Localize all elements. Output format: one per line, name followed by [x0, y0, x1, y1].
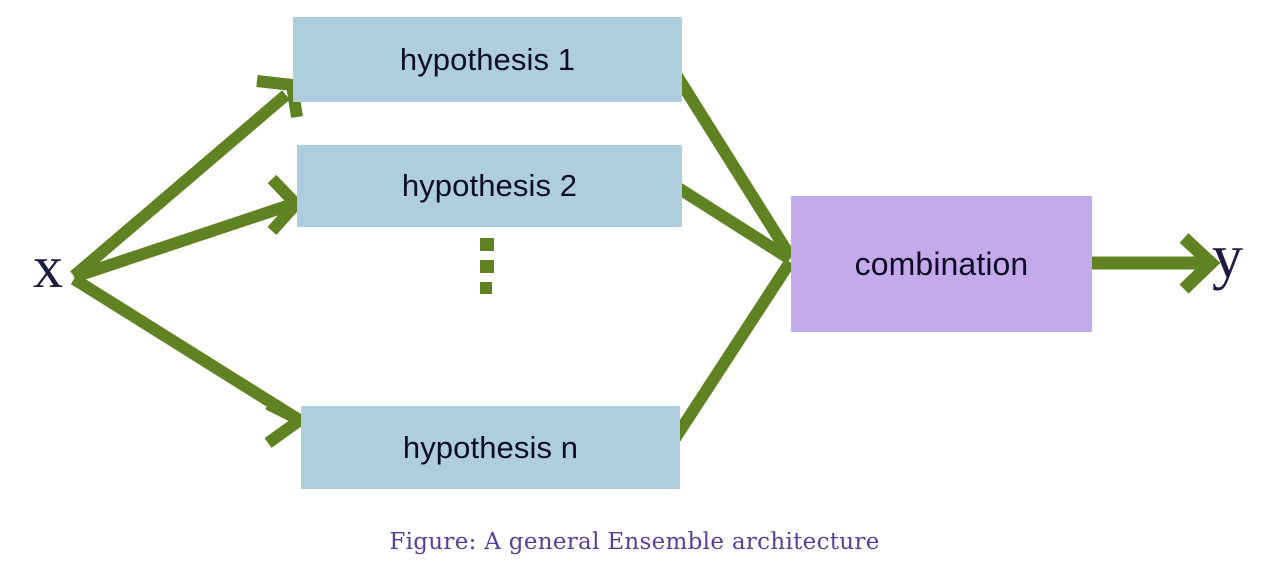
edge-hypothesis-2-to-combination [668, 178, 794, 265]
ellipsis-dot-1 [480, 238, 494, 251]
ellipsis-dot-3 [480, 282, 492, 294]
vertical-ellipsis-icon [480, 238, 496, 294]
edge-x-to-hypothesis-2 [72, 174, 305, 283]
node-hypothesis-2-label: hypothesis 2 [401, 168, 578, 203]
edge-combination-to-y [1092, 233, 1221, 294]
node-hypothesis-1[interactable]: hypothesis 1 [293, 17, 682, 102]
edge-hypothesis-n-to-combination [668, 258, 796, 444]
edge-x-to-hypothesis-n [70, 273, 312, 448]
node-hypothesis-n[interactable]: hypothesis n [301, 406, 680, 489]
node-combination[interactable]: combination [791, 196, 1092, 332]
figure-caption: Figure: A general Ensemble architecture [389, 529, 880, 555]
output-variable-y: y [1212, 223, 1243, 291]
node-hypothesis-2[interactable]: hypothesis 2 [297, 145, 682, 227]
node-hypothesis-1-label: hypothesis 1 [399, 41, 576, 77]
node-hypothesis-n-label: hypothesis n [402, 429, 579, 465]
input-variable-x: x [33, 234, 63, 300]
node-combination-label: combination [854, 245, 1029, 282]
ellipsis-dot-2 [480, 260, 494, 273]
edge-x-to-hypothesis-1 [70, 75, 303, 281]
edge-hypothesis-1-to-combination [666, 64, 796, 260]
